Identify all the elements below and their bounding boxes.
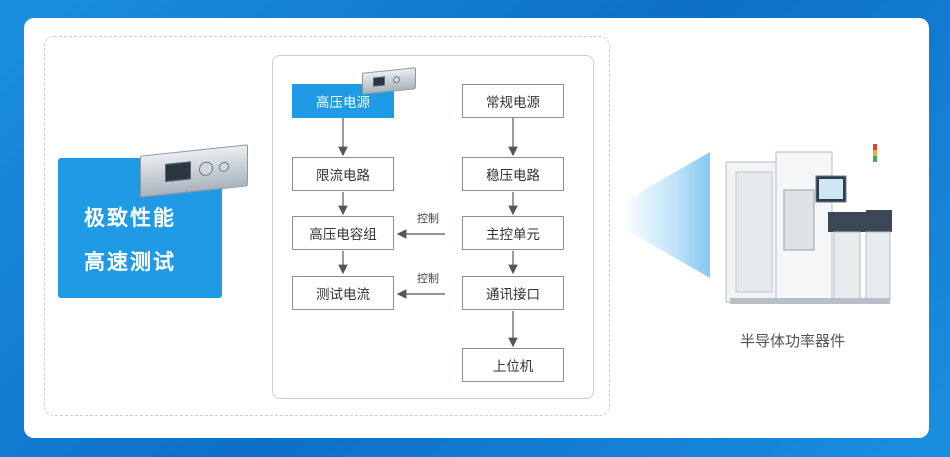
node-main-control-unit: 主控单元 — [462, 216, 564, 250]
control-label-capacitor: 控制 — [417, 212, 439, 225]
hero-line-2: 高速测试 — [84, 250, 176, 274]
hero-line-1: 极致性能 — [84, 206, 176, 230]
node-voltage-regulator: 稳压电路 — [462, 157, 564, 191]
test-machine-image — [725, 144, 892, 304]
node-host-computer: 上位机 — [462, 348, 564, 382]
node-hv-capacitor-bank: 高压电容组 — [292, 216, 394, 250]
control-label-test: 控制 — [417, 272, 439, 285]
machine-caption: 半导体功率器件 — [740, 332, 846, 350]
node-comm-interface: 通讯接口 — [462, 276, 564, 310]
node-current-limit-circuit: 限流电路 — [292, 157, 394, 191]
node-test-current: 测试电流 — [292, 276, 394, 310]
system-frame — [44, 36, 610, 416]
node-normal-power-source: 常规电源 — [462, 84, 564, 118]
